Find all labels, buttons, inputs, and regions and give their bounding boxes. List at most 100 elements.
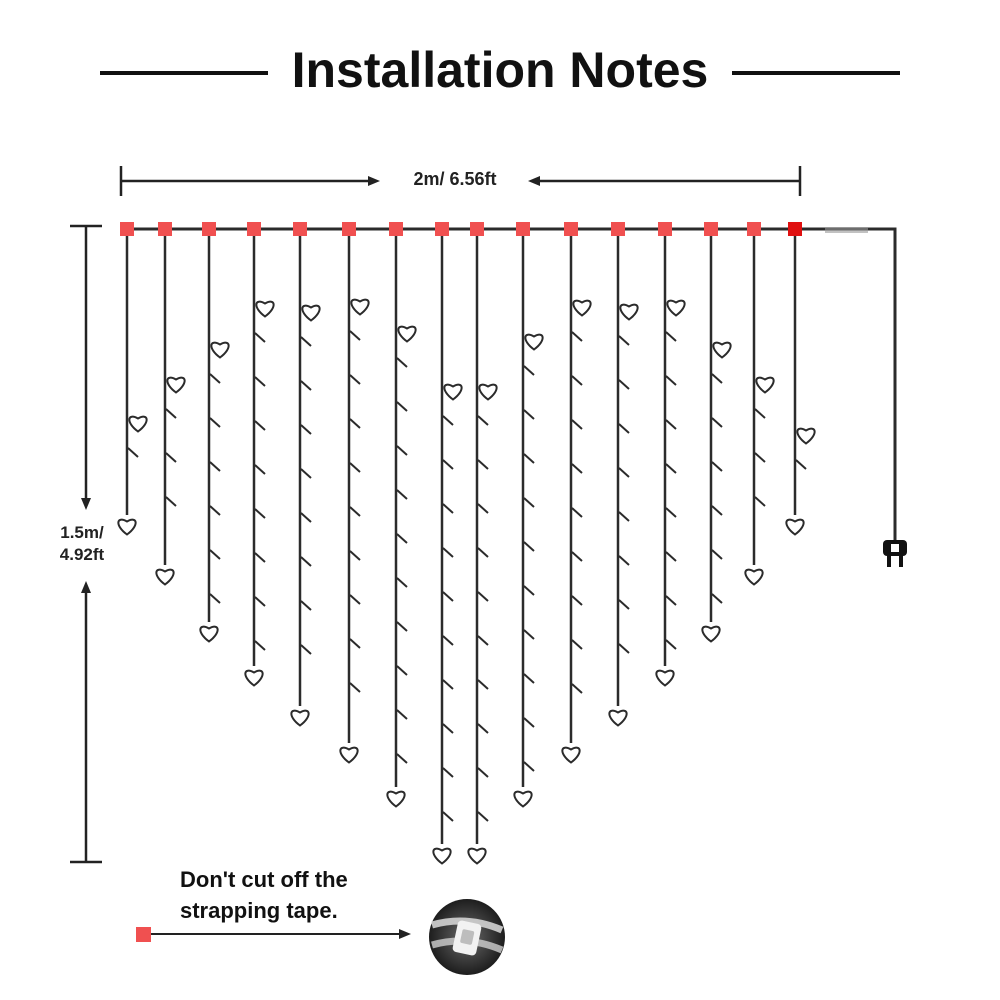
bulb-icon <box>754 452 766 463</box>
heart-icon <box>572 299 592 317</box>
heart-icon <box>301 304 321 322</box>
heart-icon <box>443 383 463 401</box>
bulb-icon <box>396 665 408 676</box>
heart-icon <box>478 383 498 401</box>
bulb-icon <box>396 489 408 500</box>
bulb-icon <box>795 459 807 470</box>
heart-icon <box>155 568 175 586</box>
bulb-icon <box>618 555 630 566</box>
bulb-icon <box>711 549 723 560</box>
strapping-tape-square <box>389 222 403 236</box>
heart-icon <box>397 325 417 343</box>
light-strand <box>785 229 816 536</box>
bulb-icon <box>349 330 361 341</box>
bulb-icon <box>571 595 583 606</box>
bulb-icon <box>254 596 266 607</box>
bulb-icon <box>711 461 723 472</box>
bulb-icon <box>711 505 723 516</box>
bulb-icon <box>477 679 489 690</box>
bulb-icon <box>477 591 489 602</box>
bulb-icon <box>665 331 677 342</box>
bulb-icon <box>442 503 454 514</box>
bulb-icon <box>477 723 489 734</box>
strapping-tape-square <box>516 222 530 236</box>
strapping-tape-square <box>564 222 578 236</box>
light-strand <box>155 229 186 586</box>
bulb-icon <box>618 511 630 522</box>
bulb-icon <box>711 417 723 428</box>
bulb-icon <box>523 585 535 596</box>
bulb-icon <box>300 556 312 567</box>
strapping-tape-square <box>611 222 625 236</box>
bulb-icon <box>300 644 312 655</box>
bulb-icon <box>442 547 454 558</box>
heart-icon <box>666 299 686 317</box>
bulb-icon <box>477 415 489 426</box>
bulb-icon <box>571 507 583 518</box>
bulb-icon <box>618 467 630 478</box>
bulb-icon <box>571 419 583 430</box>
heart-icon <box>619 303 639 321</box>
heart-icon <box>712 341 732 359</box>
strapping-tape-square <box>658 222 672 236</box>
bulb-icon <box>254 420 266 431</box>
heart-icon <box>432 847 452 865</box>
strapping-tape-square <box>120 222 134 236</box>
bulb-icon <box>254 464 266 475</box>
light-strand <box>199 229 230 643</box>
bulb-icon <box>254 552 266 563</box>
bulb-icon <box>571 463 583 474</box>
light-strand <box>432 229 463 865</box>
light-strand <box>701 229 732 643</box>
bulb-icon <box>665 551 677 562</box>
bulb-icon <box>209 461 221 472</box>
bulb-icon <box>300 468 312 479</box>
bulb-icon <box>349 638 361 649</box>
light-strand <box>513 229 544 808</box>
height-label-line1: 1.5m/ <box>60 523 104 542</box>
strapping-tape-legend <box>136 927 411 942</box>
heart-icon <box>199 625 219 643</box>
title-text: Installation Notes <box>273 42 727 98</box>
strapping-tapes <box>120 222 802 236</box>
bulb-icon <box>523 541 535 552</box>
bulb-icon <box>665 595 677 606</box>
bulb-icon <box>618 643 630 654</box>
heart-icon <box>339 746 359 764</box>
bulb-icon <box>209 417 221 428</box>
note-line2: strapping tape. <box>180 898 338 923</box>
bulb-icon <box>477 635 489 646</box>
heart-icon <box>655 669 675 687</box>
bulb-icon <box>209 549 221 560</box>
strapping-tape-square <box>293 222 307 236</box>
bulb-icon <box>571 639 583 650</box>
bulb-icon <box>442 811 454 822</box>
bulb-icon <box>442 679 454 690</box>
bulb-icon <box>523 629 535 640</box>
light-strand <box>386 229 417 808</box>
bulb-icon <box>523 761 535 772</box>
light-strand <box>467 229 498 865</box>
strapping-tape-note: Don't cut off the strapping tape. <box>180 864 440 926</box>
bulb-icon <box>754 496 766 507</box>
strapping-tape-marker <box>136 927 151 942</box>
bulb-icon <box>396 753 408 764</box>
bulb-icon <box>477 459 489 470</box>
strapping-clip-icon <box>429 899 505 975</box>
heart-icon <box>467 847 487 865</box>
bulb-icon <box>396 621 408 632</box>
light-strands <box>117 229 816 865</box>
light-strand <box>608 229 639 727</box>
bulb-icon <box>523 409 535 420</box>
heart-icon <box>128 415 148 433</box>
strapping-tape-square <box>202 222 216 236</box>
bulb-icon <box>254 640 266 651</box>
height-label-line2: 4.92ft <box>59 545 105 564</box>
bulb-icon <box>349 682 361 693</box>
bulb-icon <box>209 505 221 516</box>
heart-icon <box>117 518 137 536</box>
bulb-icon <box>442 459 454 470</box>
bulb-icon <box>523 453 535 464</box>
bulb-icon <box>209 593 221 604</box>
